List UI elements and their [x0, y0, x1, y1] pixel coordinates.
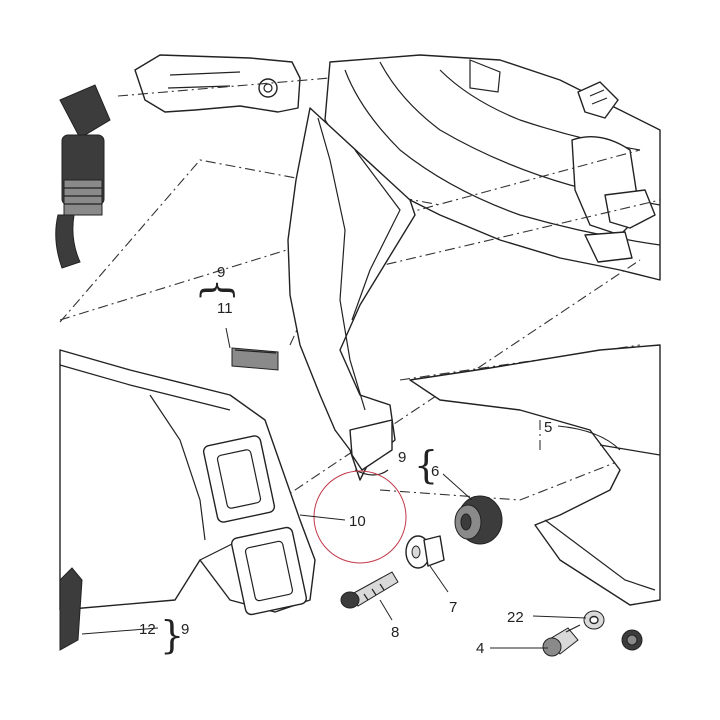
callout-6: 6 — [431, 463, 439, 480]
callout-10: 10 — [349, 513, 366, 530]
nut-bottom-right — [621, 629, 643, 651]
callout-9-top: 9 — [217, 264, 225, 281]
callout-9-bottom: 9 — [181, 621, 189, 638]
rubber-grommet-part-6 — [454, 495, 503, 545]
upper-fairing-assembly — [324, 54, 661, 281]
bolt-part-8 — [340, 571, 399, 609]
callout-11: 11 — [217, 300, 233, 317]
callout-7: 7 — [449, 599, 457, 616]
leader-lines — [81, 327, 621, 649]
flange-bolt-part-4 — [542, 624, 581, 657]
washer-part-22 — [583, 610, 605, 630]
callout-8: 8 — [391, 624, 399, 641]
spacer-part-7 — [405, 535, 445, 569]
brace-12-9: } — [160, 613, 184, 657]
brace-9-6: { — [414, 443, 438, 487]
fairing-bracket — [287, 107, 416, 481]
intake-duct-box — [59, 349, 316, 616]
callout-5: 5 — [544, 419, 552, 436]
rubber-pad-part-11 — [231, 347, 279, 371]
cable-plug — [55, 84, 111, 269]
callout-12: 12 — [139, 621, 156, 638]
callout-9-mid: 9 — [398, 449, 406, 466]
callout-22: 22 — [507, 609, 524, 626]
brace-9-11: { — [197, 278, 241, 302]
callout-4: 4 — [476, 640, 484, 657]
side-panel-part-5 — [409, 344, 661, 606]
sensor-connector-top — [134, 54, 301, 113]
bottom-left-part-12 — [59, 567, 83, 651]
